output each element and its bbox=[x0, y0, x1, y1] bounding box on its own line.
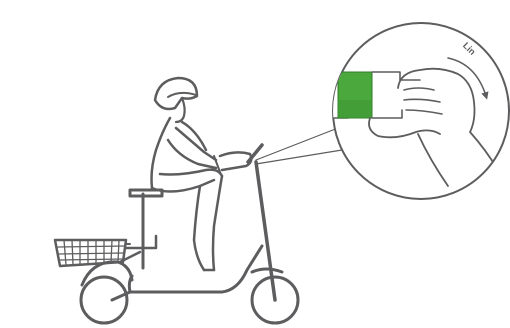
zoom-detail: Lin bbox=[328, 23, 509, 199]
back bbox=[152, 118, 171, 188]
thigh bbox=[152, 180, 214, 192]
rear-basket bbox=[55, 240, 130, 266]
front-fork-fender bbox=[252, 269, 282, 272]
deck-underside bbox=[129, 276, 132, 292]
throttle-grip-shade bbox=[338, 100, 372, 118]
rear-wheel bbox=[81, 277, 127, 323]
rack-support bbox=[126, 236, 156, 248]
rider bbox=[152, 78, 252, 270]
shin-front bbox=[213, 176, 222, 270]
helmet-visor bbox=[168, 93, 196, 97]
callout-lines bbox=[256, 128, 342, 164]
thigh-top bbox=[160, 170, 222, 176]
scooter bbox=[81, 145, 298, 323]
shin-back bbox=[194, 186, 204, 270]
